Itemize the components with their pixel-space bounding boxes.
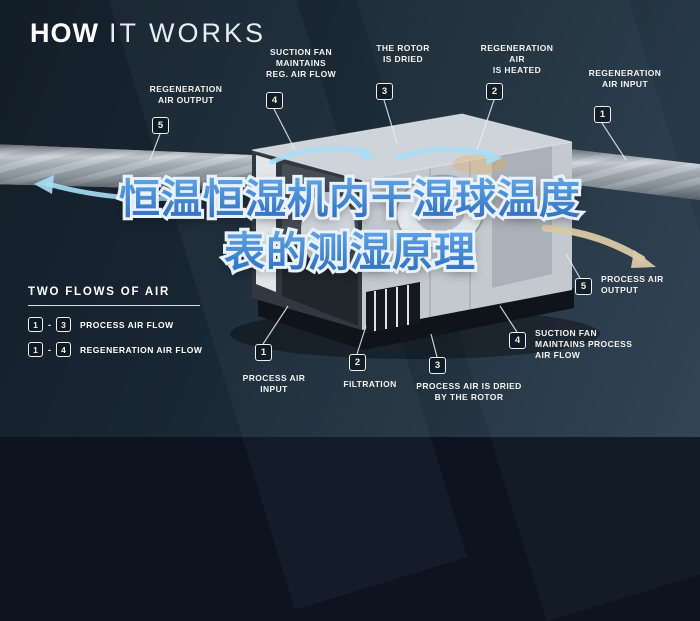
badge-number: 1 (33, 344, 38, 355)
callout-label-line: MAINTAINS (275, 58, 327, 69)
badge-rotor-dried: 3 (376, 83, 393, 100)
callout-process-air-dried: PROCESS AIR IS DRIED BY THE ROTOR (410, 381, 528, 403)
callout-label-line: FILTRATION (343, 379, 397, 389)
right-duct (560, 148, 700, 201)
legend-row-regeneration: 1 - 4 REGENERATION AIR FLOW (28, 342, 202, 357)
callout-process-air-output: PROCESS AIR OUTPUT (601, 274, 673, 296)
badge-regeneration-air-output: 5 (152, 117, 169, 134)
badge-number: 2 (491, 86, 498, 97)
legend-two-flows: TWO FLOWS OF AIR 1 - 3 PROCESS AIR FLOW … (28, 286, 202, 367)
badge-number: 1 (260, 347, 267, 358)
callout-label-line: PROCESS AIR (601, 274, 664, 284)
page-title: HOW IT WORKS (30, 18, 266, 49)
badge-number: 4 (271, 95, 278, 106)
legend-label: REGENERATION AIR FLOW (80, 344, 203, 355)
callout-label-line: BY THE ROTOR (434, 392, 504, 403)
legend-label: PROCESS AIR FLOW (80, 319, 174, 330)
callout-label-line: THE ROTOR (376, 43, 430, 53)
callout-label-line: OUTPUT (601, 285, 639, 296)
machine-illustration (230, 113, 600, 359)
badge-regeneration-air-heated: 2 (486, 83, 503, 100)
callout-label-line: REGENERATION AIR (480, 43, 554, 65)
badge-number: 3 (381, 86, 388, 97)
badge-regeneration-air-input: 1 (594, 106, 611, 123)
diagram-illustration (0, 99, 700, 359)
callout-regeneration-air-heated: REGENERATION AIR IS HEATED (472, 43, 562, 76)
badge-process-air-dried: 3 (429, 357, 446, 374)
callout-label-line: MAINTAINS PROCESS (535, 339, 633, 350)
callout-label-line: SUCTION FAN (535, 328, 598, 338)
badge-process-air-input: 1 (255, 344, 272, 361)
legend-separator: - (48, 319, 51, 330)
badge-number: 1 (599, 109, 606, 120)
legend-heading: TWO FLOWS OF AIR (28, 286, 171, 298)
legend-divider (28, 305, 200, 306)
callout-label-line: PROCESS AIR IS DRIED (416, 381, 522, 391)
badge-number: 5 (580, 281, 587, 292)
page-title-bold: HOW (30, 18, 99, 48)
callout-regeneration-air-input: REGENERATION AIR INPUT (583, 68, 667, 90)
callout-label-line: AIR INPUT (601, 79, 649, 90)
legend-badge-end: 3 (56, 317, 71, 332)
badge-process-air-output: 5 (575, 278, 592, 295)
callout-filtration: FILTRATION (331, 379, 409, 390)
callout-label-line: REG. AIR FLOW (265, 69, 337, 80)
badge-number: 1 (33, 319, 38, 330)
callout-label-line: INPUT (260, 384, 288, 395)
badge-suction-fan-reg: 4 (266, 92, 283, 109)
badge-suction-fan-process: 4 (509, 332, 526, 349)
badge-filtration: 2 (349, 354, 366, 371)
badge-number: 3 (61, 319, 66, 330)
legend-row-process: 1 - 3 PROCESS AIR FLOW (28, 317, 202, 332)
callout-suction-fan-reg: SUCTION FAN MAINTAINS REG. AIR FLOW (254, 47, 348, 80)
legend-separator: - (48, 344, 51, 355)
page-title-light: IT WORKS (108, 18, 266, 48)
callout-label-line: PROCESS AIR (242, 373, 306, 383)
badge-number: 4 (514, 335, 521, 346)
callout-label-line: IS DRIED (382, 54, 424, 65)
leader-lines (149, 99, 627, 358)
legend-badge-end: 4 (56, 342, 71, 357)
badge-number: 5 (157, 120, 164, 131)
badge-number: 3 (434, 360, 441, 371)
callout-label-line: IS HEATED (492, 65, 542, 76)
callout-label-line: AIR OUTPUT (158, 95, 214, 106)
callout-suction-fan-process: SUCTION FAN MAINTAINS PROCESS AIR FLOW (535, 328, 641, 361)
badge-number: 2 (354, 357, 361, 368)
callout-label-line: SUCTION FAN (269, 47, 332, 57)
left-duct (0, 144, 252, 191)
badge-number: 4 (61, 344, 66, 355)
callout-process-air-input: PROCESS AIR INPUT (233, 373, 315, 395)
callout-regeneration-air-output: REGENERATION AIR OUTPUT (136, 84, 236, 106)
callout-label-line: REGENERATION (149, 84, 223, 94)
callout-label-line: REGENERATION (588, 68, 662, 78)
legend-badge-start: 1 (28, 317, 43, 332)
airflow-arrows (34, 146, 656, 268)
callout-rotor-dried: THE ROTOR IS DRIED (366, 43, 440, 65)
callout-label-line: AIR FLOW (535, 350, 581, 361)
legend-badge-start: 1 (28, 342, 43, 357)
